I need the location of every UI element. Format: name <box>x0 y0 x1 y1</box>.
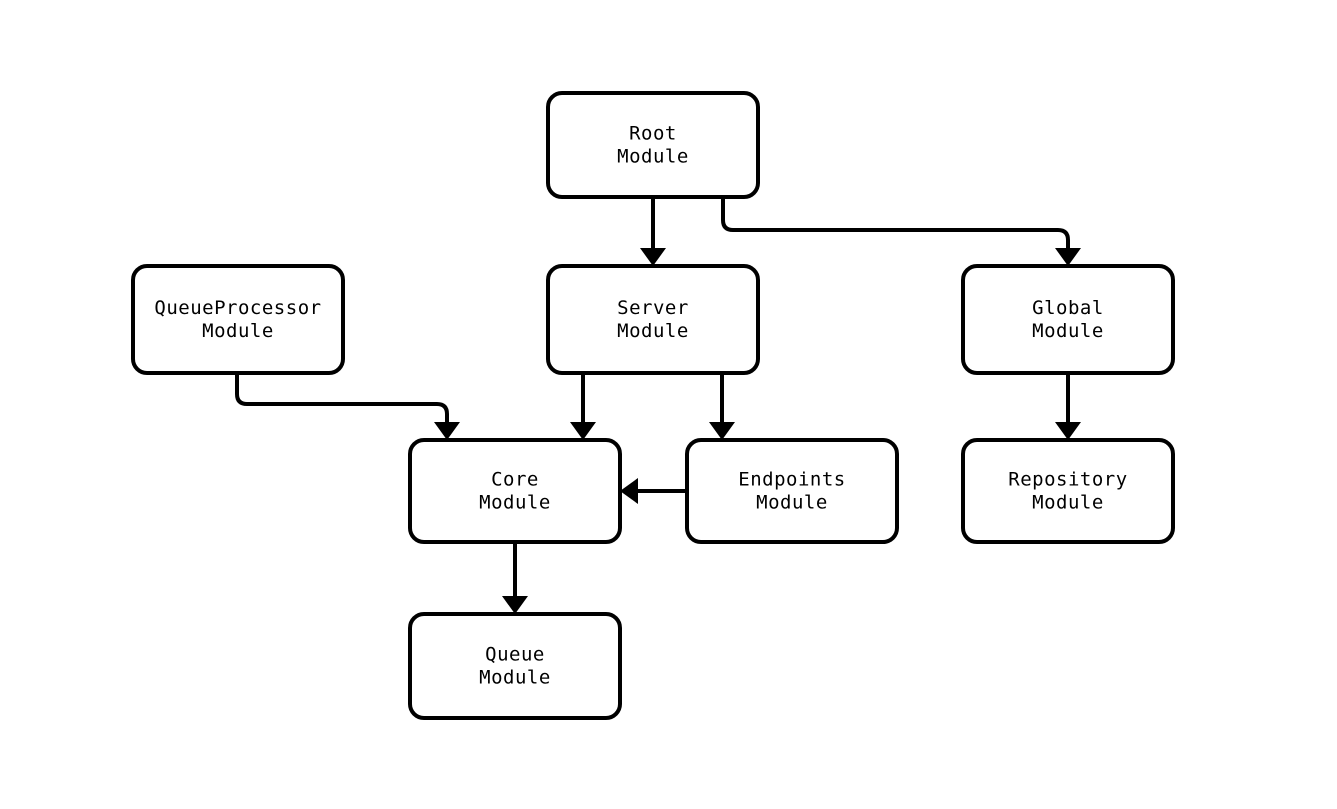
edges-layer <box>235 197 1081 614</box>
node-label-line1: Server <box>617 297 689 319</box>
node-label-line2: Module <box>1032 320 1104 342</box>
node-box[interactable] <box>546 91 760 199</box>
node-box[interactable] <box>408 612 622 720</box>
node-label-line2: Module <box>202 320 274 342</box>
arrowhead-icon <box>1055 248 1081 266</box>
edge-server-to-core <box>570 373 596 440</box>
node-label-line1: Repository <box>1008 469 1127 491</box>
arrowhead-icon <box>709 422 735 440</box>
arrowhead-icon <box>620 478 638 504</box>
edge-line <box>235 373 449 429</box>
edge-queueprocessor-to-core <box>235 373 460 440</box>
arrowhead-icon <box>570 422 596 440</box>
node-box[interactable] <box>961 438 1175 544</box>
node-label-line1: Endpoints <box>738 469 845 491</box>
node-box[interactable] <box>408 438 622 544</box>
node-label-line1: Queue <box>485 644 545 666</box>
arrowhead-icon <box>502 596 528 614</box>
node-label-line1: QueueProcessor <box>154 297 321 319</box>
arrowhead-icon <box>1055 422 1081 440</box>
node-label-line1: Global <box>1032 297 1104 319</box>
node-label-line2: Module <box>756 492 828 514</box>
node-box[interactable] <box>131 264 345 375</box>
edge-endpoints-to-core <box>620 478 687 504</box>
node-box[interactable] <box>685 438 899 544</box>
nodes-layer: RootModuleQueueProcessorModuleServerModu… <box>131 91 1175 720</box>
edge-root-to-server <box>640 197 666 266</box>
node-box[interactable] <box>546 264 760 375</box>
node-label-line2: Module <box>1032 492 1104 514</box>
node-label-line1: Core <box>491 469 539 491</box>
node-label-line2: Module <box>479 492 551 514</box>
node-label-line2: Module <box>617 320 689 342</box>
edge-line <box>721 197 1070 255</box>
edge-server-to-endpoints <box>709 373 735 440</box>
arrowhead-icon <box>640 248 666 266</box>
edge-root-to-global <box>721 197 1081 266</box>
arrowhead-icon <box>434 422 460 440</box>
edge-global-to-repository <box>1055 373 1081 440</box>
node-label-line2: Module <box>617 146 689 168</box>
node-label-line1: Root <box>629 123 677 145</box>
node-label-line2: Module <box>479 667 551 689</box>
node-box[interactable] <box>961 264 1175 375</box>
edge-core-to-queue <box>502 542 528 614</box>
